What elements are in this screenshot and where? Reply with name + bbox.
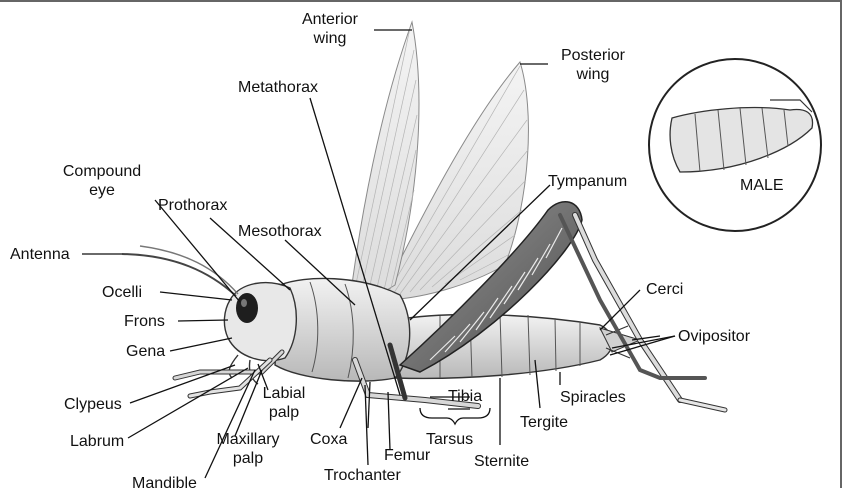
label-compound-eye: Compound eye xyxy=(50,162,154,200)
label-compound-eye-line1: Compound xyxy=(50,162,154,181)
label-frons: Frons xyxy=(124,312,165,331)
label-anterior-wing: Anterior wing xyxy=(290,10,370,48)
antenna-2 xyxy=(140,246,238,294)
label-metathorax: Metathorax xyxy=(238,78,318,97)
label-antenna: Antenna xyxy=(10,245,70,264)
label-maxillary-palp-line1: Maxillary xyxy=(206,430,290,449)
label-posterior-wing-line2: wing xyxy=(552,65,634,84)
label-tarsus: Tarsus xyxy=(426,430,473,449)
label-coxa: Coxa xyxy=(310,430,347,449)
label-ovipositor: Ovipositor xyxy=(678,327,750,346)
label-labrum: Labrum xyxy=(70,432,124,451)
label-maxillary-palp-line2: palp xyxy=(206,449,290,468)
label-labial-palp-line2: palp xyxy=(254,403,314,422)
label-mandible: Mandible xyxy=(132,474,197,493)
label-ocelli: Ocelli xyxy=(102,283,142,302)
label-anterior-wing-line2: wing xyxy=(290,29,370,48)
label-tympanum: Tympanum xyxy=(548,172,627,191)
label-mesothorax: Mesothorax xyxy=(238,222,322,241)
label-maxillary-palp: Maxillary palp xyxy=(206,430,290,468)
label-posterior-wing: Posterior wing xyxy=(552,46,634,84)
label-tergite: Tergite xyxy=(520,413,568,432)
tarsus-brace xyxy=(420,408,490,424)
label-cerci: Cerci xyxy=(646,280,683,299)
label-femur: Femur xyxy=(384,446,430,465)
compound-eye-shape xyxy=(236,293,258,323)
label-labial-palp: Labial palp xyxy=(254,384,314,422)
label-gena: Gena xyxy=(126,342,165,361)
label-spiracles: Spiracles xyxy=(560,388,626,407)
label-anterior-wing-line1: Anterior xyxy=(290,10,370,29)
hind-tibia xyxy=(575,215,680,400)
label-posterior-wing-line1: Posterior xyxy=(552,46,634,65)
label-trochanter: Trochanter xyxy=(324,466,401,485)
label-male: MALE xyxy=(740,176,784,195)
label-labial-palp-line1: Labial xyxy=(254,384,314,403)
label-prothorax: Prothorax xyxy=(158,196,227,215)
label-sternite: Sternite xyxy=(474,452,529,471)
label-compound-eye-line2: eye xyxy=(50,181,154,200)
label-tibia: Tibia xyxy=(448,387,482,406)
label-clypeus: Clypeus xyxy=(64,395,122,414)
